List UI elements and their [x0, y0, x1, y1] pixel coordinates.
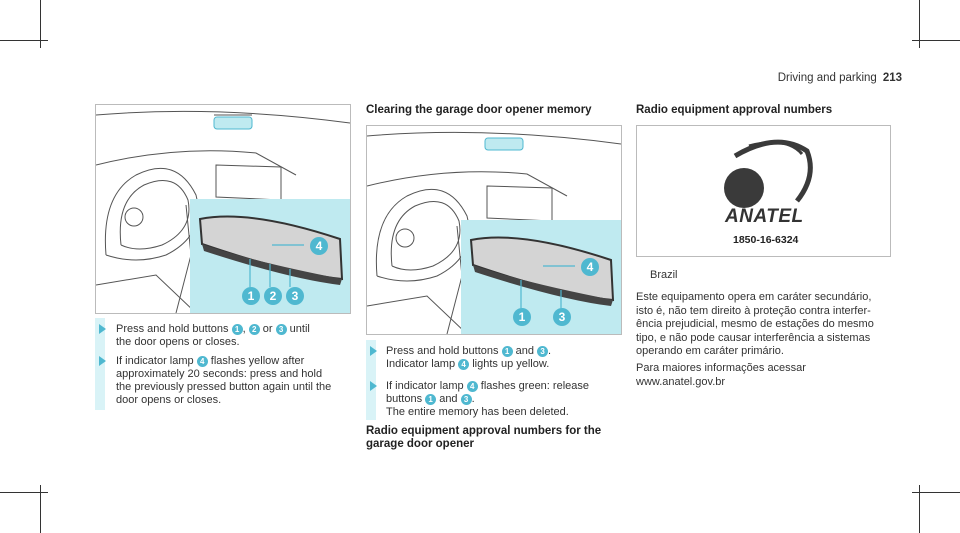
section-title: Driving and parking	[777, 72, 877, 84]
step-arrow-icon	[99, 324, 106, 334]
col1-step-1: Press and hold buttons 1, 2 or 3 until t…	[116, 323, 310, 348]
crop-mark	[40, 485, 41, 533]
figure-mirror-buttons: 4 1 2 3	[95, 104, 351, 314]
col2-step-1: Press and hold buttons 1 and 3. Indicato…	[386, 345, 552, 370]
callout-1: 1	[242, 287, 260, 305]
anatel-info-paragraph: Para maiores informações acessar www.ana…	[636, 362, 806, 388]
step-arrow-icon	[370, 346, 377, 356]
approval-number: 1850-16-6324	[733, 234, 799, 246]
callout-3: 3	[286, 287, 304, 305]
crop-mark	[912, 40, 960, 41]
anatel-logo-box: ANATEL 1850-16-6324	[636, 125, 891, 257]
step-marker-bar	[366, 340, 376, 420]
crop-mark	[0, 40, 48, 41]
col2-step-2: If indicator lamp 4 flashes green: relea…	[386, 380, 589, 418]
car-interior-illustration	[367, 131, 621, 334]
crop-mark	[912, 492, 960, 493]
country-label: Brazil	[650, 269, 678, 281]
mirror-detail-panel	[461, 220, 621, 334]
anatel-logo-icon	[724, 139, 813, 208]
step-arrow-icon	[99, 356, 106, 366]
crop-mark	[0, 492, 48, 493]
callout-2: 2	[264, 287, 282, 305]
col2-subtitle: Radio equipment approval numbers for the…	[366, 425, 602, 450]
car-interior-illustration	[96, 110, 350, 313]
page-header: Driving and parking 213	[778, 72, 902, 84]
crop-mark	[919, 0, 920, 48]
rearview-mirror-illustration	[469, 236, 615, 308]
page-number: 213	[882, 72, 902, 84]
anatel-wordmark: ANATEL	[725, 206, 804, 227]
anatel-paragraph: Este equipamento opera em caráter secund…	[636, 291, 874, 357]
callout-4: 4	[310, 237, 328, 255]
figure-clear-memory: 4 1 3	[366, 125, 622, 335]
callout-3: 3	[553, 308, 571, 326]
callout-1: 1	[513, 308, 531, 326]
callout-4: 4	[581, 258, 599, 276]
crop-mark	[919, 485, 920, 533]
rearview-mirror-illustration	[198, 215, 344, 287]
col1-step-2: If indicator lamp 4 flashes yellow after…	[116, 355, 332, 406]
step-arrow-icon	[370, 381, 377, 391]
col3-title: Radio equipment approval numbers	[636, 104, 833, 116]
col2-title: Clearing the garage door opener memory	[366, 104, 592, 116]
anatel-url: www.anatel.gov.br	[636, 375, 726, 388]
crop-mark	[40, 0, 41, 48]
